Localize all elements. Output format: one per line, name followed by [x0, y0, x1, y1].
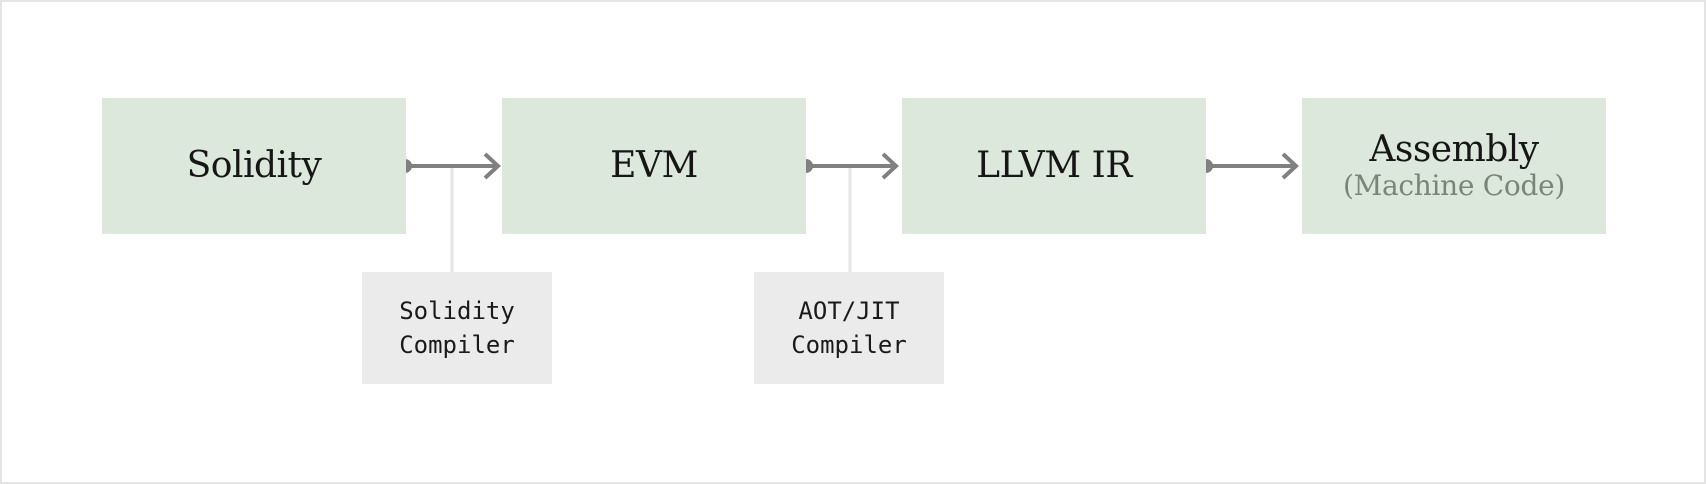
tool-label-line-2: Compiler [791, 331, 907, 359]
tool-label-line-1: AOT/JIT [798, 297, 900, 325]
node-evm: EVM [502, 98, 806, 234]
arrow-solidity-to-evm [398, 152, 501, 180]
node-label: Solidity [186, 145, 322, 186]
arrow-llvm-ir-to-assembly [1199, 152, 1299, 180]
node-llvm-ir: LLVM IR [902, 98, 1206, 234]
node-label: Assembly [1369, 129, 1539, 170]
node-label: EVM [610, 145, 698, 186]
node-solidity: Solidity [102, 98, 406, 234]
node-subtitle: (Machine Code) [1343, 169, 1565, 202]
arrow-evm-to-llvm-ir [799, 152, 899, 180]
tool-label-line-2: Compiler [399, 331, 515, 359]
node-assembly: Assembly (Machine Code) [1302, 98, 1606, 234]
tool-solidity-compiler: Solidity Compiler [362, 272, 552, 384]
tool-label-line-1: Solidity [399, 297, 515, 325]
node-label: LLVM IR [976, 145, 1132, 186]
tool-aot-jit-compiler: AOT/JIT Compiler [754, 272, 944, 384]
